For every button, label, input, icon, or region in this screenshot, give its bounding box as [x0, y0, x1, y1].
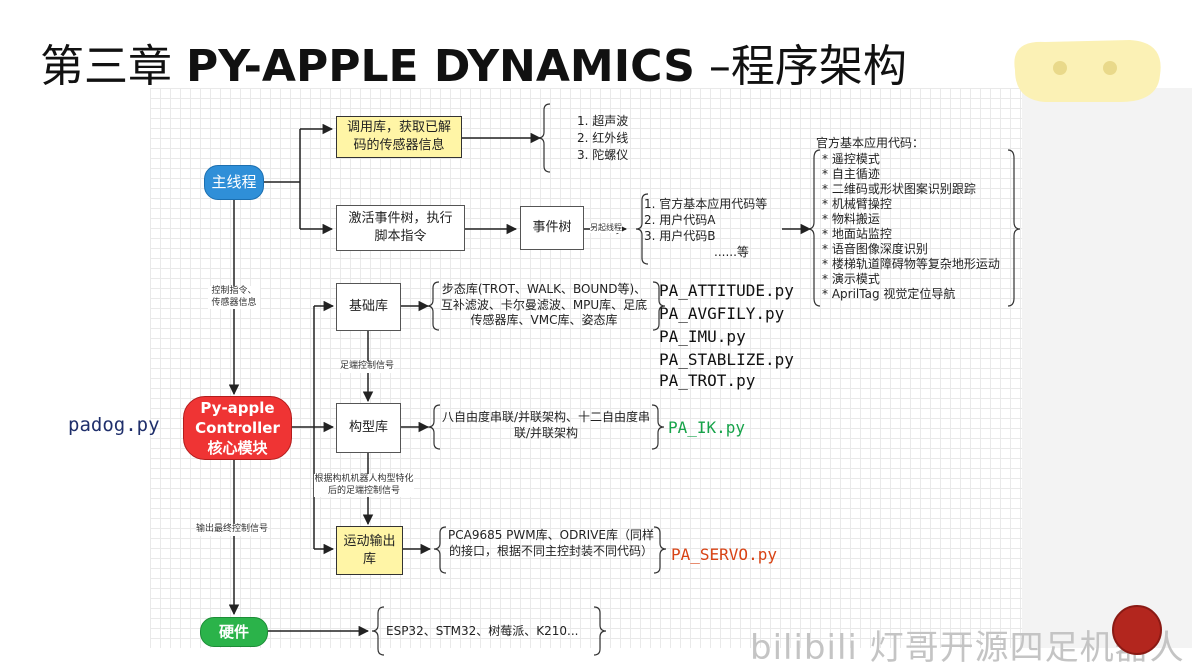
event-item: ......等	[714, 245, 749, 259]
official-app-item: * 语音图像深度识别	[822, 242, 928, 256]
servo-file: PA_SERVO.py	[671, 545, 777, 564]
page-title: 第三章 PY-APPLE DYNAMICS –程序架构	[40, 30, 907, 94]
official-app-item: * AprilTag 视觉定位导航	[822, 287, 956, 301]
call-lib-box: 调用库，获取已解码的传感器信息	[336, 116, 462, 158]
hardware-description: ESP32、STM32、树莓派、K210...	[386, 624, 579, 638]
watermark: bilibili 灯哥开源四足机器人	[750, 628, 1185, 668]
official-app-item: * 演示模式	[822, 272, 880, 286]
activate-box: 激活事件树，执行脚本指令	[336, 205, 465, 251]
edge-label-foot-signal: 足端控制信号	[340, 361, 395, 373]
base-file: PA_TROT.py	[659, 371, 756, 390]
edge-label-config-signal: 根据构机机器人构型特化后的足端控制信号	[314, 474, 414, 498]
base-file: PA_STABLIZE.py	[659, 350, 794, 369]
edge-label-control-cmd: 控制指令、传感器信息	[208, 286, 260, 310]
official-app-item: * 遥控模式	[822, 152, 880, 166]
official-app-item: * 机械臂操控	[822, 197, 892, 211]
padog-file: padog.py	[68, 414, 160, 436]
config-lib-box: 构型库	[336, 403, 401, 453]
base-file: PA_AVGFILY.py	[659, 304, 785, 323]
official-app-item: * 二维码或形状图案识别跟踪	[822, 182, 976, 196]
motion-lib-description: PCA9685 PWM库、ODRIVE库（同样的接口，根据不同主控封装不同代码）	[448, 528, 654, 558]
motion-lib-box: 运动输出库	[336, 526, 403, 575]
official-app-item: * 地面站监控	[822, 227, 892, 241]
base-lib-box: 基础库	[336, 283, 401, 331]
event-item: 3. 用户代码B	[644, 229, 716, 243]
edge-label-other-thread: 另起线程	[590, 223, 622, 234]
ik-file: PA_IK.py	[668, 418, 746, 437]
official-apps-header: 官方基本应用代码：	[816, 136, 925, 150]
official-app-item: * 物料搬运	[822, 212, 880, 226]
title-latin: PY-APPLE DYNAMICS	[186, 41, 695, 92]
base-file: PA_ATTITUDE.py	[659, 281, 794, 300]
channel-logo-icon	[1112, 605, 1162, 655]
base-file: PA_IMU.py	[659, 327, 746, 346]
sensor-item: 1. 超声波	[577, 114, 629, 128]
config-lib-description: 八自由度串联/并联架构、十二自由度串联/并联架构	[441, 410, 651, 440]
sensor-item: 2. 红外线	[577, 131, 629, 145]
main-thread-node: 主线程	[204, 165, 264, 200]
sensor-item: 3. 陀螺仪	[577, 148, 629, 162]
event-item: 2. 用户代码A	[644, 213, 716, 227]
official-app-item: * 楼梯轨道障碍物等复杂地形运动	[822, 257, 1000, 271]
title-suffix: –程序架构	[694, 41, 907, 92]
title-prefix: 第三章	[40, 41, 186, 92]
hardware-node: 硬件	[200, 617, 268, 647]
core-module-node: Py-apple Controller 核心模块	[183, 396, 292, 460]
edge-label-final-signal: 输出最终控制信号	[196, 524, 269, 536]
slide-margin	[1022, 88, 1192, 648]
official-app-item: * 自主循迹	[822, 167, 880, 181]
base-lib-description: 步态库(TROT、WALK、BOUND等)、互补滤波、卡尔曼滤波、MPU库、足底…	[440, 282, 648, 328]
event-item: 1. 官方基本应用代码等	[644, 197, 768, 211]
mascot-icon	[1014, 40, 1161, 102]
event-tree-box: 事件树	[520, 206, 584, 250]
